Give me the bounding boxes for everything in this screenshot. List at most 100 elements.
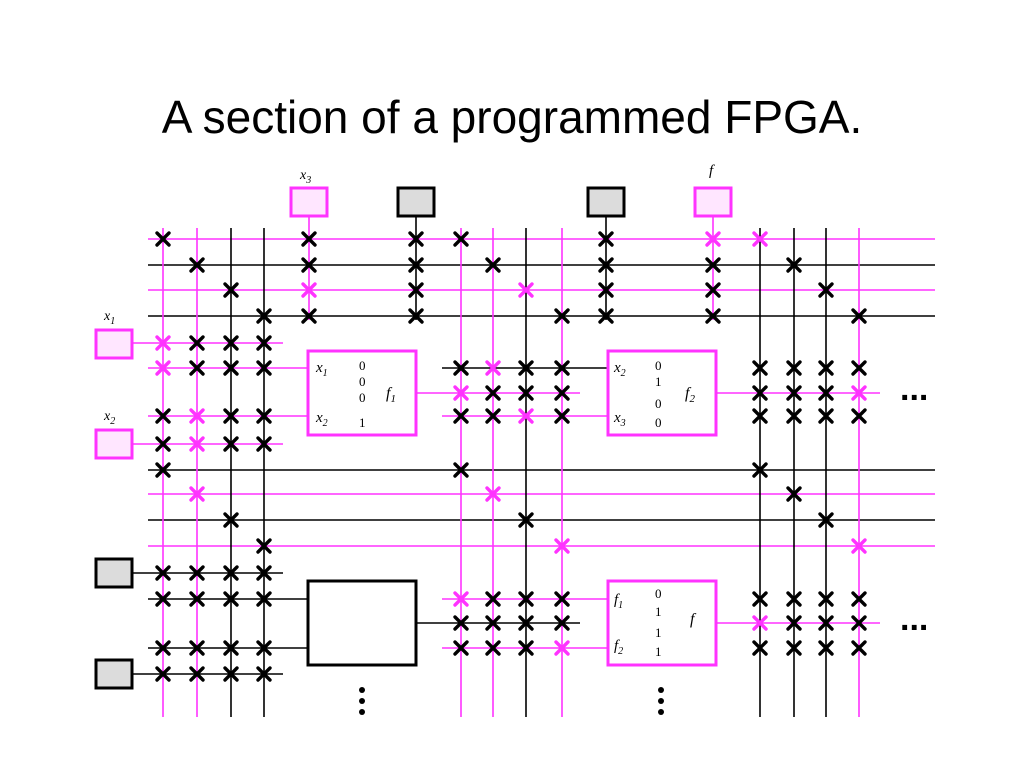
switch-point (223, 640, 239, 656)
switch-point (223, 591, 239, 607)
svg-text:0: 0 (655, 358, 662, 373)
switch-point (223, 335, 239, 351)
switch-point (408, 308, 424, 324)
switch-point (155, 640, 171, 656)
switch-point (518, 360, 534, 376)
switch-point (786, 385, 802, 401)
switch-point (554, 308, 570, 324)
svg-text:1: 1 (655, 604, 662, 619)
switch-point (453, 615, 469, 631)
switch-point (453, 360, 469, 376)
switch-point (256, 538, 272, 554)
pin-x2-label: x2 (103, 409, 115, 427)
switch-point (851, 538, 867, 554)
switch-point (256, 591, 272, 607)
switch-point (851, 308, 867, 324)
switch-point (223, 666, 239, 682)
switch-point (518, 591, 534, 607)
switch-point (189, 408, 205, 424)
switch-point (155, 335, 171, 351)
switch-point (786, 257, 802, 273)
switch-point (485, 640, 501, 656)
switch-point (256, 308, 272, 324)
switch-point (786, 640, 802, 656)
switch-point (155, 666, 171, 682)
switch-point (301, 282, 317, 298)
pin-x1 (94, 328, 134, 360)
switch-point (223, 436, 239, 452)
svg-text:x3: x3 (613, 410, 626, 429)
switch-point (554, 640, 570, 656)
switch-point (818, 282, 834, 298)
switch-point (256, 565, 272, 581)
switch-point (851, 591, 867, 607)
switch-point (189, 360, 205, 376)
pin-unused-left-2 (94, 658, 134, 690)
switch-point (705, 282, 721, 298)
switch-point (518, 385, 534, 401)
switch-point (189, 335, 205, 351)
switch-point (223, 512, 239, 528)
switch-point (818, 591, 834, 607)
switch-point (786, 360, 802, 376)
switch-point (189, 486, 205, 502)
switch-point (155, 231, 171, 247)
switch-point (786, 591, 802, 607)
switch-point (155, 408, 171, 424)
switch-point (554, 360, 570, 376)
ellipsis-vertical-2 (658, 687, 664, 715)
pin-x2 (94, 428, 134, 460)
switch-points (155, 231, 867, 682)
switch-point (256, 408, 272, 424)
switch-point (518, 512, 534, 528)
svg-text:1: 1 (655, 625, 662, 640)
switch-point (752, 408, 768, 424)
switch-point (752, 640, 768, 656)
switch-point (598, 257, 614, 273)
switch-point (189, 565, 205, 581)
switch-point (256, 436, 272, 452)
switch-point (453, 640, 469, 656)
svg-text:f: f (690, 611, 697, 628)
switch-point (485, 385, 501, 401)
switch-point (256, 360, 272, 376)
switch-point (818, 615, 834, 631)
switch-point (554, 538, 570, 554)
switch-point (453, 408, 469, 424)
switch-point (408, 282, 424, 298)
switch-point (485, 615, 501, 631)
svg-text:1: 1 (655, 374, 662, 389)
svg-text:x2: x2 (315, 410, 328, 429)
switch-point (485, 257, 501, 273)
switch-point (851, 640, 867, 656)
switch-point (155, 462, 171, 478)
ellipsis-vertical-1 (359, 687, 365, 715)
switch-point (818, 512, 834, 528)
pin-x1-label: x1 (103, 309, 115, 327)
switch-point (256, 640, 272, 656)
slide-title: A section of a programmed FPGA. (161, 91, 863, 143)
switch-point (155, 591, 171, 607)
switch-point (189, 436, 205, 452)
switch-point (598, 231, 614, 247)
lut-2: x2 x3 0 1 0 0 f2 (606, 349, 718, 437)
svg-text:1: 1 (655, 644, 662, 659)
switch-point (705, 308, 721, 324)
switch-point (518, 640, 534, 656)
switch-point (818, 408, 834, 424)
switch-point (518, 282, 534, 298)
switch-point (752, 385, 768, 401)
switch-point (155, 436, 171, 452)
switch-point (408, 231, 424, 247)
switch-point (155, 565, 171, 581)
svg-text:0: 0 (359, 390, 366, 405)
switch-point (786, 615, 802, 631)
svg-text:0: 0 (655, 396, 662, 411)
switch-point (223, 282, 239, 298)
switch-point (256, 666, 272, 682)
lut-3: f1 f2 0 1 1 1 f (606, 579, 718, 667)
svg-text:x2: x2 (613, 360, 626, 379)
switch-point (752, 591, 768, 607)
switch-point (223, 408, 239, 424)
